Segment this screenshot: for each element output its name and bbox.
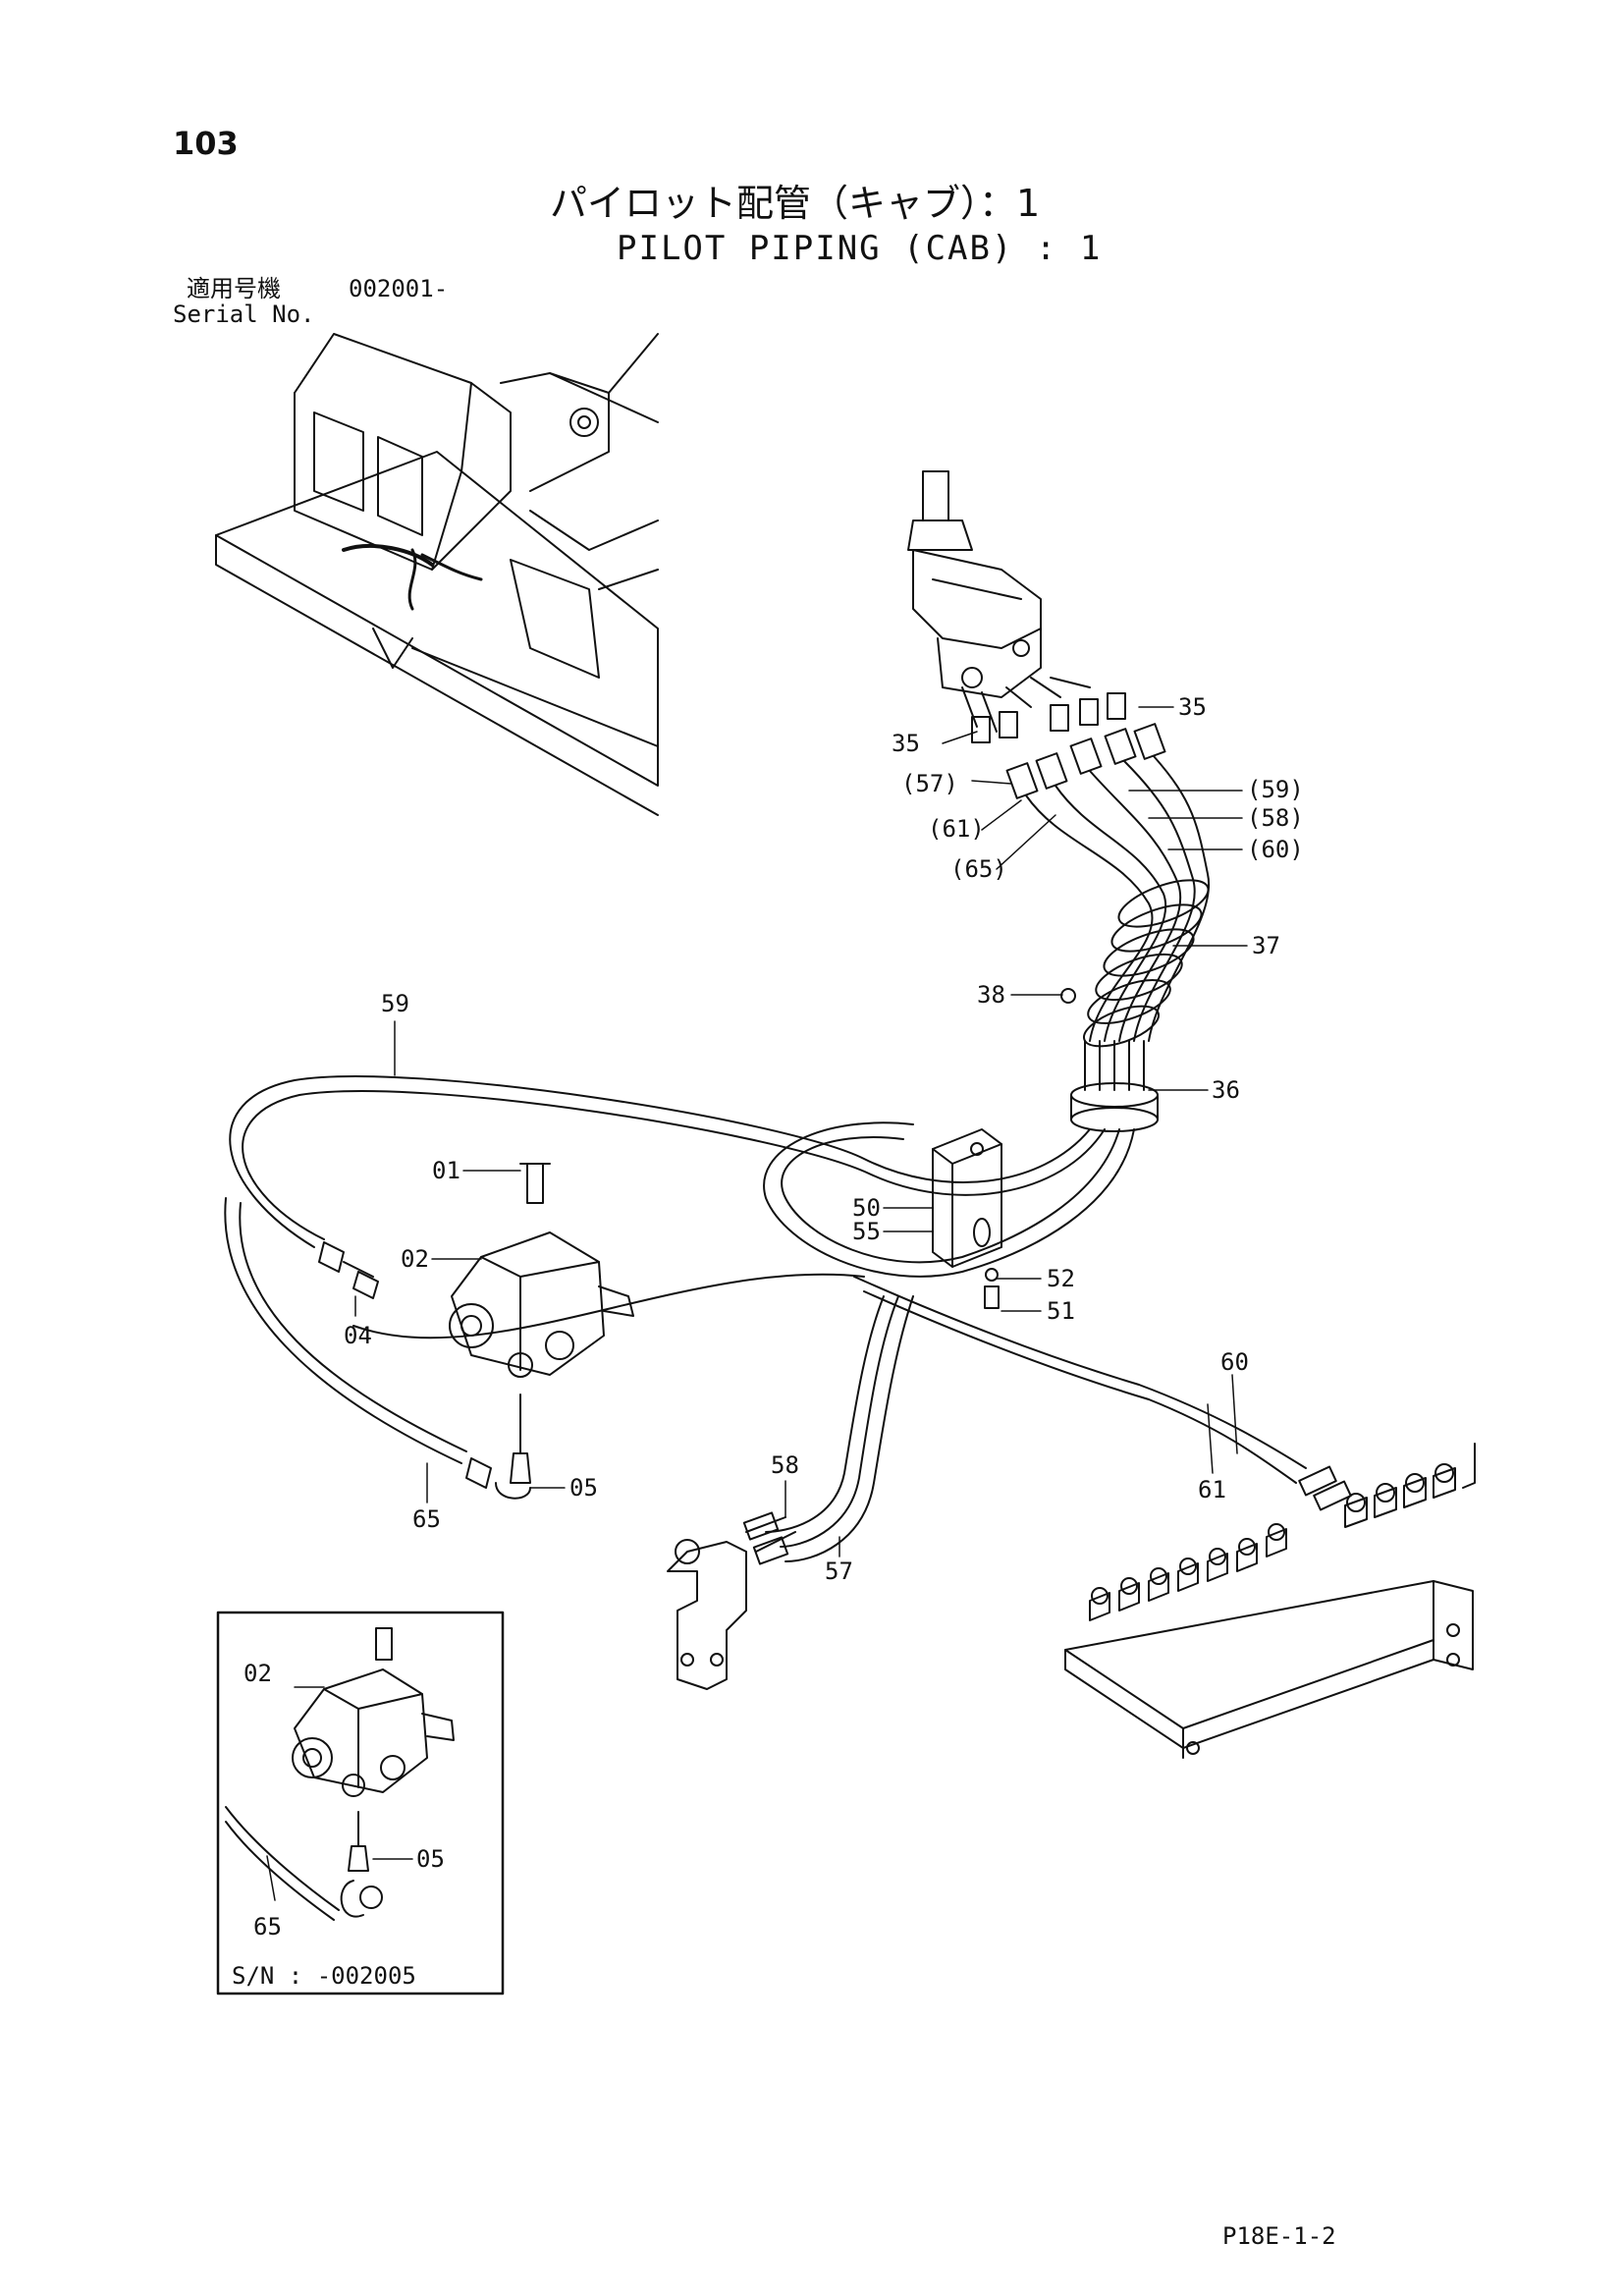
callout-60-paren: (60)	[1247, 836, 1304, 863]
inset-detail-box: 02 05 65 S/N : -002005	[216, 1611, 505, 1995]
callout-65-paren: (65)	[950, 855, 1007, 883]
hose-bundle	[1025, 755, 1211, 1042]
hose-fittings-bracket	[667, 1511, 796, 1690]
clip	[1060, 988, 1076, 1004]
callout-65: 65	[412, 1505, 441, 1533]
selector-valve	[318, 1163, 634, 1500]
hose-routing	[224, 1075, 1307, 1562]
callout-58: 58	[771, 1451, 799, 1479]
page-code: P18E-1-2	[1222, 2222, 1336, 2250]
callout-61-paren: (61)	[928, 815, 985, 843]
inset-callout-02: 02	[243, 1660, 272, 1687]
machine-overview-sketch	[215, 333, 659, 816]
callout-05: 05	[569, 1474, 598, 1502]
callout-37: 37	[1252, 932, 1280, 959]
valve-port-fittings	[1089, 1443, 1476, 1621]
serial-label-english: Serial No.	[173, 301, 315, 328]
callout-04: 04	[344, 1322, 372, 1349]
page-title-english: PILOT PIPING (CAB) : 1	[617, 229, 1103, 268]
pilot-valve-assembly	[907, 470, 1211, 1132]
callout-58-paren: (58)	[1247, 804, 1304, 832]
serial-label-japanese: 適用号機	[187, 275, 281, 302]
callout-61: 61	[1198, 1476, 1226, 1503]
callout-38: 38	[977, 981, 1005, 1009]
callout-36: 36	[1212, 1076, 1240, 1104]
hose-clamp	[932, 1128, 1002, 1309]
leader-lines	[354, 706, 1248, 1558]
callout-59-paren: (59)	[1247, 776, 1304, 803]
spiral-wrap	[1083, 879, 1210, 1048]
callout-59: 59	[381, 990, 409, 1017]
pilot-fittings-lower	[1005, 723, 1166, 799]
callout-35-right: 35	[1178, 693, 1207, 721]
washer	[985, 1268, 999, 1282]
grommet	[1070, 1040, 1159, 1132]
callout-60: 60	[1220, 1348, 1249, 1376]
callout-52: 52	[1047, 1265, 1075, 1292]
page-title-japanese: パイロット配管（キャブ）：1	[550, 182, 1041, 225]
page-number: 103	[173, 125, 239, 162]
inset-callout-05: 05	[416, 1845, 445, 1873]
inset-serial-range: S/N : -002005	[232, 1962, 416, 1990]
callout-02: 02	[401, 1245, 429, 1273]
control-valve-block	[1064, 1443, 1476, 1759]
callout-51: 51	[1047, 1297, 1075, 1325]
callout-50: 50	[852, 1194, 881, 1222]
callout-labels: 35 35 (57) (59) (58) (61) (60) (65) 37 3…	[344, 693, 1304, 1585]
callout-57: 57	[825, 1558, 853, 1585]
callout-01: 01	[432, 1157, 460, 1184]
bolt	[984, 1285, 1000, 1309]
serial-number-range: 002001-	[349, 275, 449, 302]
callout-57-paren: (57)	[901, 770, 958, 797]
pilot-fittings-upper	[971, 692, 1126, 743]
callout-35-left: 35	[892, 730, 920, 757]
callout-55: 55	[852, 1218, 881, 1245]
inset-callout-65: 65	[253, 1913, 282, 1941]
